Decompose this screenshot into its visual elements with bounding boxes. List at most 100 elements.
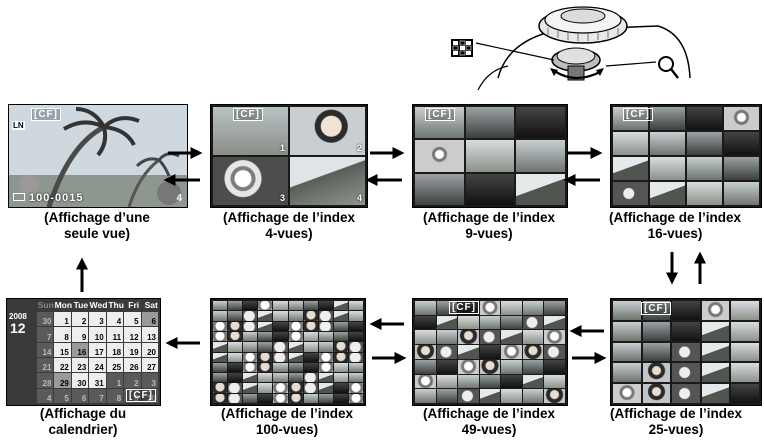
card-tag: [CF] — [449, 301, 479, 314]
calendar-day-number: 30 — [77, 378, 87, 388]
camera-dial-illustration — [475, 6, 691, 91]
thumbnail — [479, 301, 501, 315]
calendar-day: 5 — [54, 388, 71, 403]
calendar-day: 22 — [54, 357, 71, 373]
thumbnail — [544, 330, 565, 345]
caption-line: (Affichage de l’index — [608, 210, 742, 225]
calendar-day-number: 3 — [151, 378, 156, 388]
thumbnail — [228, 331, 243, 342]
calendar-day: 9 — [71, 327, 89, 342]
thumbnail — [258, 331, 273, 342]
thumbnail — [544, 301, 565, 315]
caption-index-9: (Affichage de l’index 9-vues) — [394, 210, 584, 242]
calendar-day: 6 — [141, 312, 158, 327]
thumbnail — [258, 393, 273, 403]
thumbnail — [228, 321, 243, 331]
thumbnail — [516, 107, 565, 139]
thumbnail — [273, 342, 288, 352]
thumbnail — [415, 374, 436, 389]
thumbnail — [415, 315, 436, 330]
calendar-day: 8 — [54, 327, 71, 342]
thumbnail — [544, 389, 565, 403]
calendar-day: 1 — [54, 312, 71, 327]
thumbnail — [213, 393, 228, 403]
thumbnail — [613, 182, 648, 205]
thumbnail — [288, 393, 303, 403]
thumbnail — [701, 363, 730, 383]
thumbnail — [613, 363, 641, 383]
calendar-day: 20 — [141, 342, 158, 357]
weekday-label: Wed — [89, 300, 108, 310]
thumbnail — [318, 342, 333, 352]
thumbnail-number: 3 — [279, 193, 285, 203]
thumbnail — [228, 301, 243, 311]
thumbnail — [348, 301, 363, 311]
calendar-day: 25 — [106, 357, 124, 373]
thumbnail — [348, 362, 363, 373]
thumbnail — [544, 345, 565, 359]
thumbnail — [258, 362, 273, 373]
thumbnail — [243, 342, 258, 352]
thumbnail — [243, 383, 258, 393]
calendar-day: 14 — [37, 342, 54, 357]
calendar-day: 19 — [124, 342, 141, 357]
calendar-day-number: 28 — [42, 378, 52, 388]
thumbnail — [333, 362, 348, 373]
caption-single-view: (Affichage d’une seule vue) — [0, 210, 194, 242]
magnifier-icon — [658, 56, 679, 79]
calendar-day: 11 — [106, 327, 124, 342]
thumbnail — [228, 342, 243, 352]
index-9-screen: [CF] — [412, 104, 568, 208]
calendar-day: 10 — [89, 327, 106, 342]
thumbnail — [258, 311, 273, 321]
calendar-day-number: 7 — [46, 332, 52, 342]
thumbnail — [613, 157, 648, 180]
calendar-day-number: 1 — [64, 317, 69, 327]
thumbnail — [465, 173, 515, 205]
caption-index-49: (Affichage de l’index 49-vues) — [394, 406, 584, 438]
thumbnail — [258, 301, 273, 311]
card-tag: [CF] — [641, 302, 671, 315]
thumbnail — [458, 374, 479, 389]
thumbnail — [288, 362, 303, 373]
calendar-day-number: 12 — [129, 332, 139, 342]
calendar-day-number: 14 — [42, 347, 52, 357]
thumbnail — [613, 301, 641, 320]
thumbnail — [731, 301, 759, 320]
thumbnail — [333, 383, 348, 393]
thumbnail-number: 1 — [279, 143, 285, 153]
calendar-day: 26 — [124, 357, 141, 373]
thumbnail — [672, 342, 700, 362]
quality-indicator: LN — [12, 121, 25, 130]
calendar-day-number: 31 — [94, 378, 104, 388]
file-number: 100-0015 — [29, 192, 84, 204]
thumbnail — [501, 359, 522, 374]
thumbnail — [273, 373, 288, 383]
thumbnail — [348, 321, 363, 331]
thumbnail — [318, 362, 333, 373]
thumbnail — [333, 342, 348, 352]
thumbnail — [687, 182, 722, 205]
thumbnail — [228, 362, 243, 373]
thumbnail-number: 4 — [356, 193, 362, 203]
thumbnail — [213, 321, 228, 331]
thumbnail — [213, 331, 228, 342]
calendar-day-number: 17 — [94, 347, 104, 357]
thumbnail-number: 2 — [356, 143, 362, 153]
thumbnail — [458, 315, 479, 330]
caption-line: (Affichage d’une — [44, 210, 150, 225]
calendar-day-number: 24 — [94, 363, 104, 373]
thumbnail — [731, 321, 759, 341]
thumbnail — [479, 330, 501, 345]
thumbnail: 3 — [213, 157, 288, 205]
thumbnail — [273, 393, 288, 403]
thumbnail — [273, 362, 288, 373]
thumbnail — [672, 321, 700, 341]
calendar-day-number: 7 — [99, 393, 104, 403]
calendar-day: 7 — [89, 388, 106, 403]
calendar-day-number: 27 — [147, 363, 156, 373]
thumbnail — [436, 345, 458, 359]
calendar-day: 2 — [124, 373, 141, 388]
